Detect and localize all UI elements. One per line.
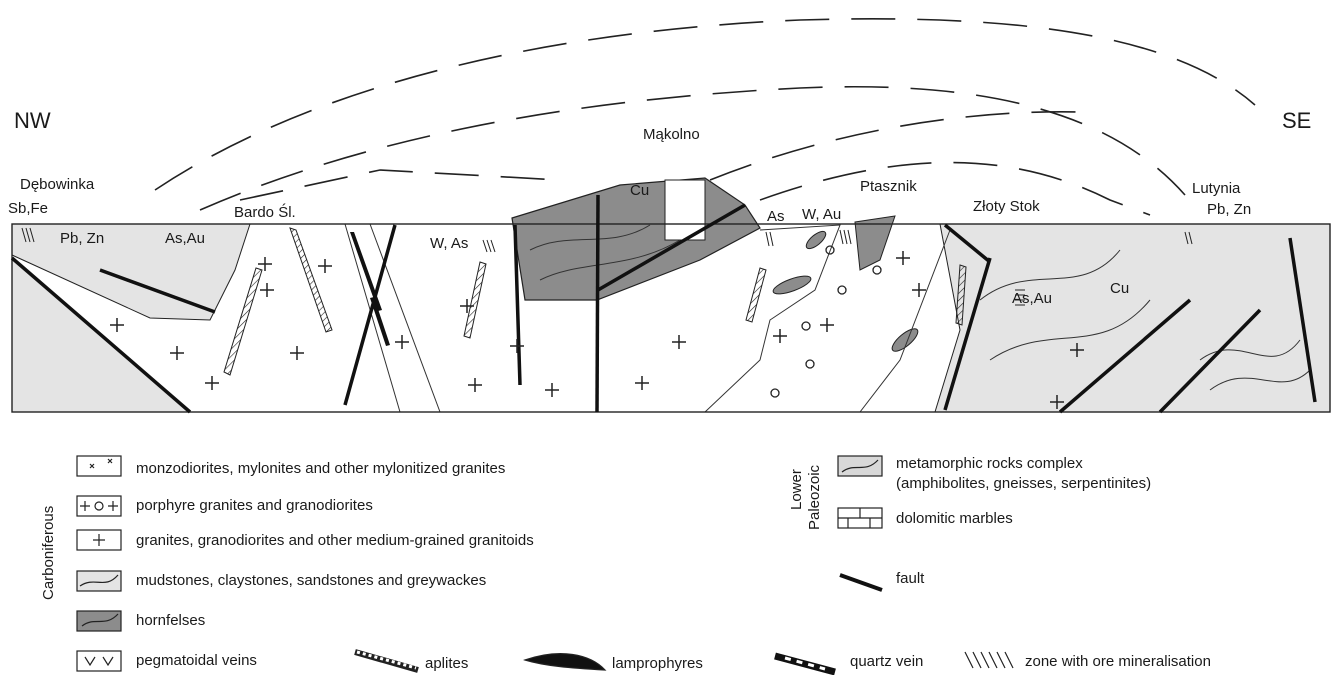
legend-dolomitic: dolomitic marbles (896, 510, 1013, 527)
legend-mudstones: mudstones, claystones, sandstones and gr… (136, 572, 486, 589)
legend-quartz-vein: quartz vein (850, 653, 923, 670)
ore-label-pb-zn-right: Pb, Zn (1207, 201, 1251, 218)
section-frame (12, 178, 1330, 412)
legend-carboniferous-label: Carboniferous (40, 506, 57, 600)
direction-se: SE (1282, 108, 1311, 134)
locality-debowinka: Dębowinka (20, 176, 94, 193)
ore-label-w-au: W, Au (802, 206, 841, 223)
hornfels-lens-2 (889, 325, 921, 355)
ore-label-as-mid: As (767, 208, 785, 225)
locality-ptasznik: Ptasznik (860, 178, 917, 195)
ore-label-as-au-right: As,Au (1012, 290, 1052, 307)
legend-metamorphic-2: (amphibolites, gneisses, serpentinites) (896, 475, 1151, 492)
legend-fault: fault (896, 570, 924, 587)
legend-symbols (77, 456, 1013, 672)
hornfels-lens-1 (771, 273, 813, 298)
legend-granites: granites, granodiorites and other medium… (136, 532, 534, 549)
ore-label-as-au-left: As,Au (165, 230, 205, 247)
locality-makolno: Mąkolno (643, 126, 700, 143)
direction-nw: NW (14, 108, 51, 134)
legend-aplites: aplites (425, 655, 468, 672)
ore-label-sb-fe: Sb,Fe (8, 200, 48, 217)
legend-hornfelses: hornfelses (136, 612, 205, 629)
hornfels-lens-3 (804, 228, 829, 251)
legend-porphyre: porphyre granites and granodiorites (136, 497, 373, 514)
porphyre-symbols (771, 246, 881, 397)
locality-zloty-stok: Złoty Stok (973, 198, 1040, 215)
legend-lamprophyres: lamprophyres (612, 655, 703, 672)
legend-lower-label: Lower (788, 469, 805, 510)
ore-label-cu-makolno: Cu (630, 182, 649, 199)
lamprophyre-dikes (350, 232, 390, 346)
locality-lutynia: Lutynia (1192, 180, 1240, 197)
ore-label-pb-zn-left: Pb, Zn (60, 230, 104, 247)
legend-ore-zone: zone with ore mineralisation (1025, 653, 1211, 670)
ore-label-w-as: W, As (430, 235, 468, 252)
locality-bardo: Bardo Śl. (234, 204, 296, 221)
legend-metamorphic-1: metamorphic rocks complex (896, 455, 1083, 472)
legend-monzodiorites: monzodiorites, mylonites and other mylon… (136, 460, 505, 477)
legend-pegmatoidal: pegmatoidal veins (136, 652, 257, 669)
mudstone-right (935, 224, 1330, 412)
ore-label-cu-right: Cu (1110, 280, 1129, 297)
legend-paleozoic-label: Paleozoic (806, 465, 823, 530)
